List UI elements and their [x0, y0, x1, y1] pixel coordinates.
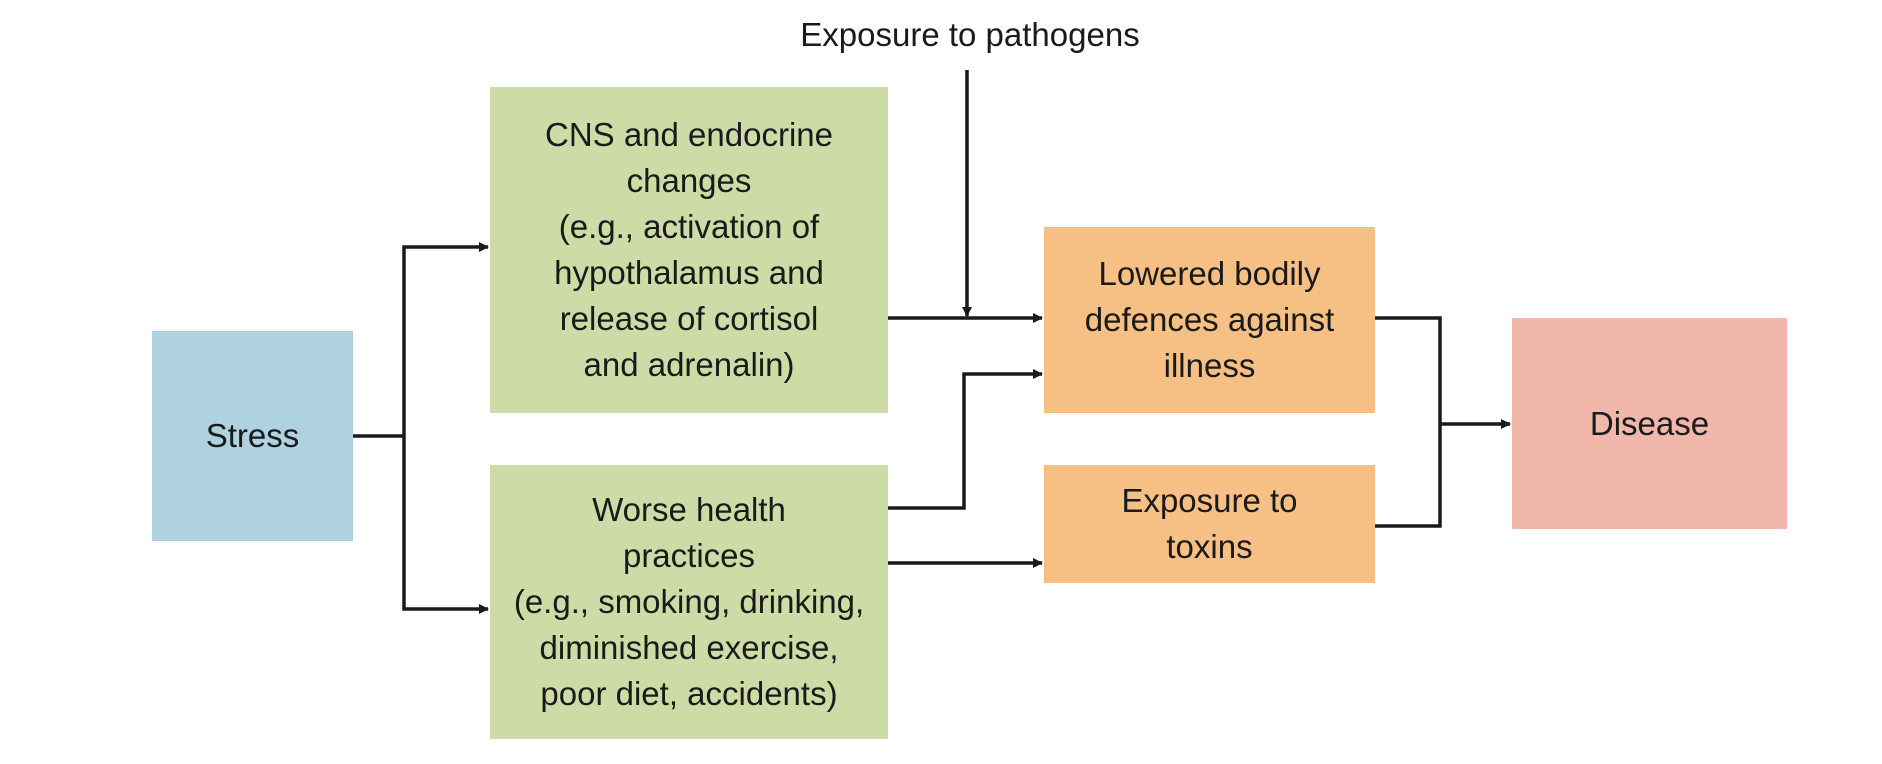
- cns-box-line: hypothalamus and: [554, 254, 824, 291]
- arrow-stress-to-cns: [402, 242, 489, 436]
- worse-box-line: (e.g., smoking, drinking,: [513, 583, 865, 620]
- lowered-box-line: illness: [1163, 347, 1256, 384]
- exposure-to-toxins-box: Exposure to toxins: [1044, 465, 1375, 583]
- lowered-box-line: defences against: [1084, 301, 1335, 338]
- cns-box-line: CNS and endocrine: [544, 116, 833, 153]
- exposure-to-pathogens-label: Exposure to pathogens: [800, 16, 1140, 53]
- arrow-worse-to-lowered: [888, 369, 1043, 510]
- lowered-box-line: Lowered bodily: [1098, 255, 1321, 292]
- cns-box-line: (e.g., activation of: [558, 208, 820, 245]
- disease-box-line: Disease: [1589, 404, 1710, 442]
- stress-box: Stress: [152, 331, 353, 541]
- stress-box-line: Stress: [205, 417, 300, 454]
- worse-health-practices-box: Worse health practices (e.g., smoking, d…: [490, 465, 888, 739]
- cns-endocrine-changes-box: CNS and endocrine changes (e.g., activat…: [490, 87, 888, 413]
- worse-box-line: Worse health: [592, 491, 786, 528]
- worse-box-line: practices: [622, 537, 756, 574]
- lowered-merge-line: [1375, 316, 1442, 528]
- worse-box-line: diminished exercise,: [539, 629, 839, 666]
- lowered-bodily-defences-box: Lowered bodily defences against illness: [1044, 227, 1375, 413]
- cns-box-line: changes: [626, 162, 752, 199]
- worse-box-line: poor diet, accidents): [540, 675, 838, 712]
- cns-box-line: release of cortisol: [559, 300, 819, 337]
- disease-box: Disease: [1512, 318, 1787, 529]
- arrow-stress-to-worse: [402, 436, 489, 614]
- toxins-box-line: toxins: [1166, 528, 1253, 565]
- toxins-box-line: Exposure to: [1121, 482, 1298, 519]
- cns-box-line: and adrenalin): [583, 346, 795, 383]
